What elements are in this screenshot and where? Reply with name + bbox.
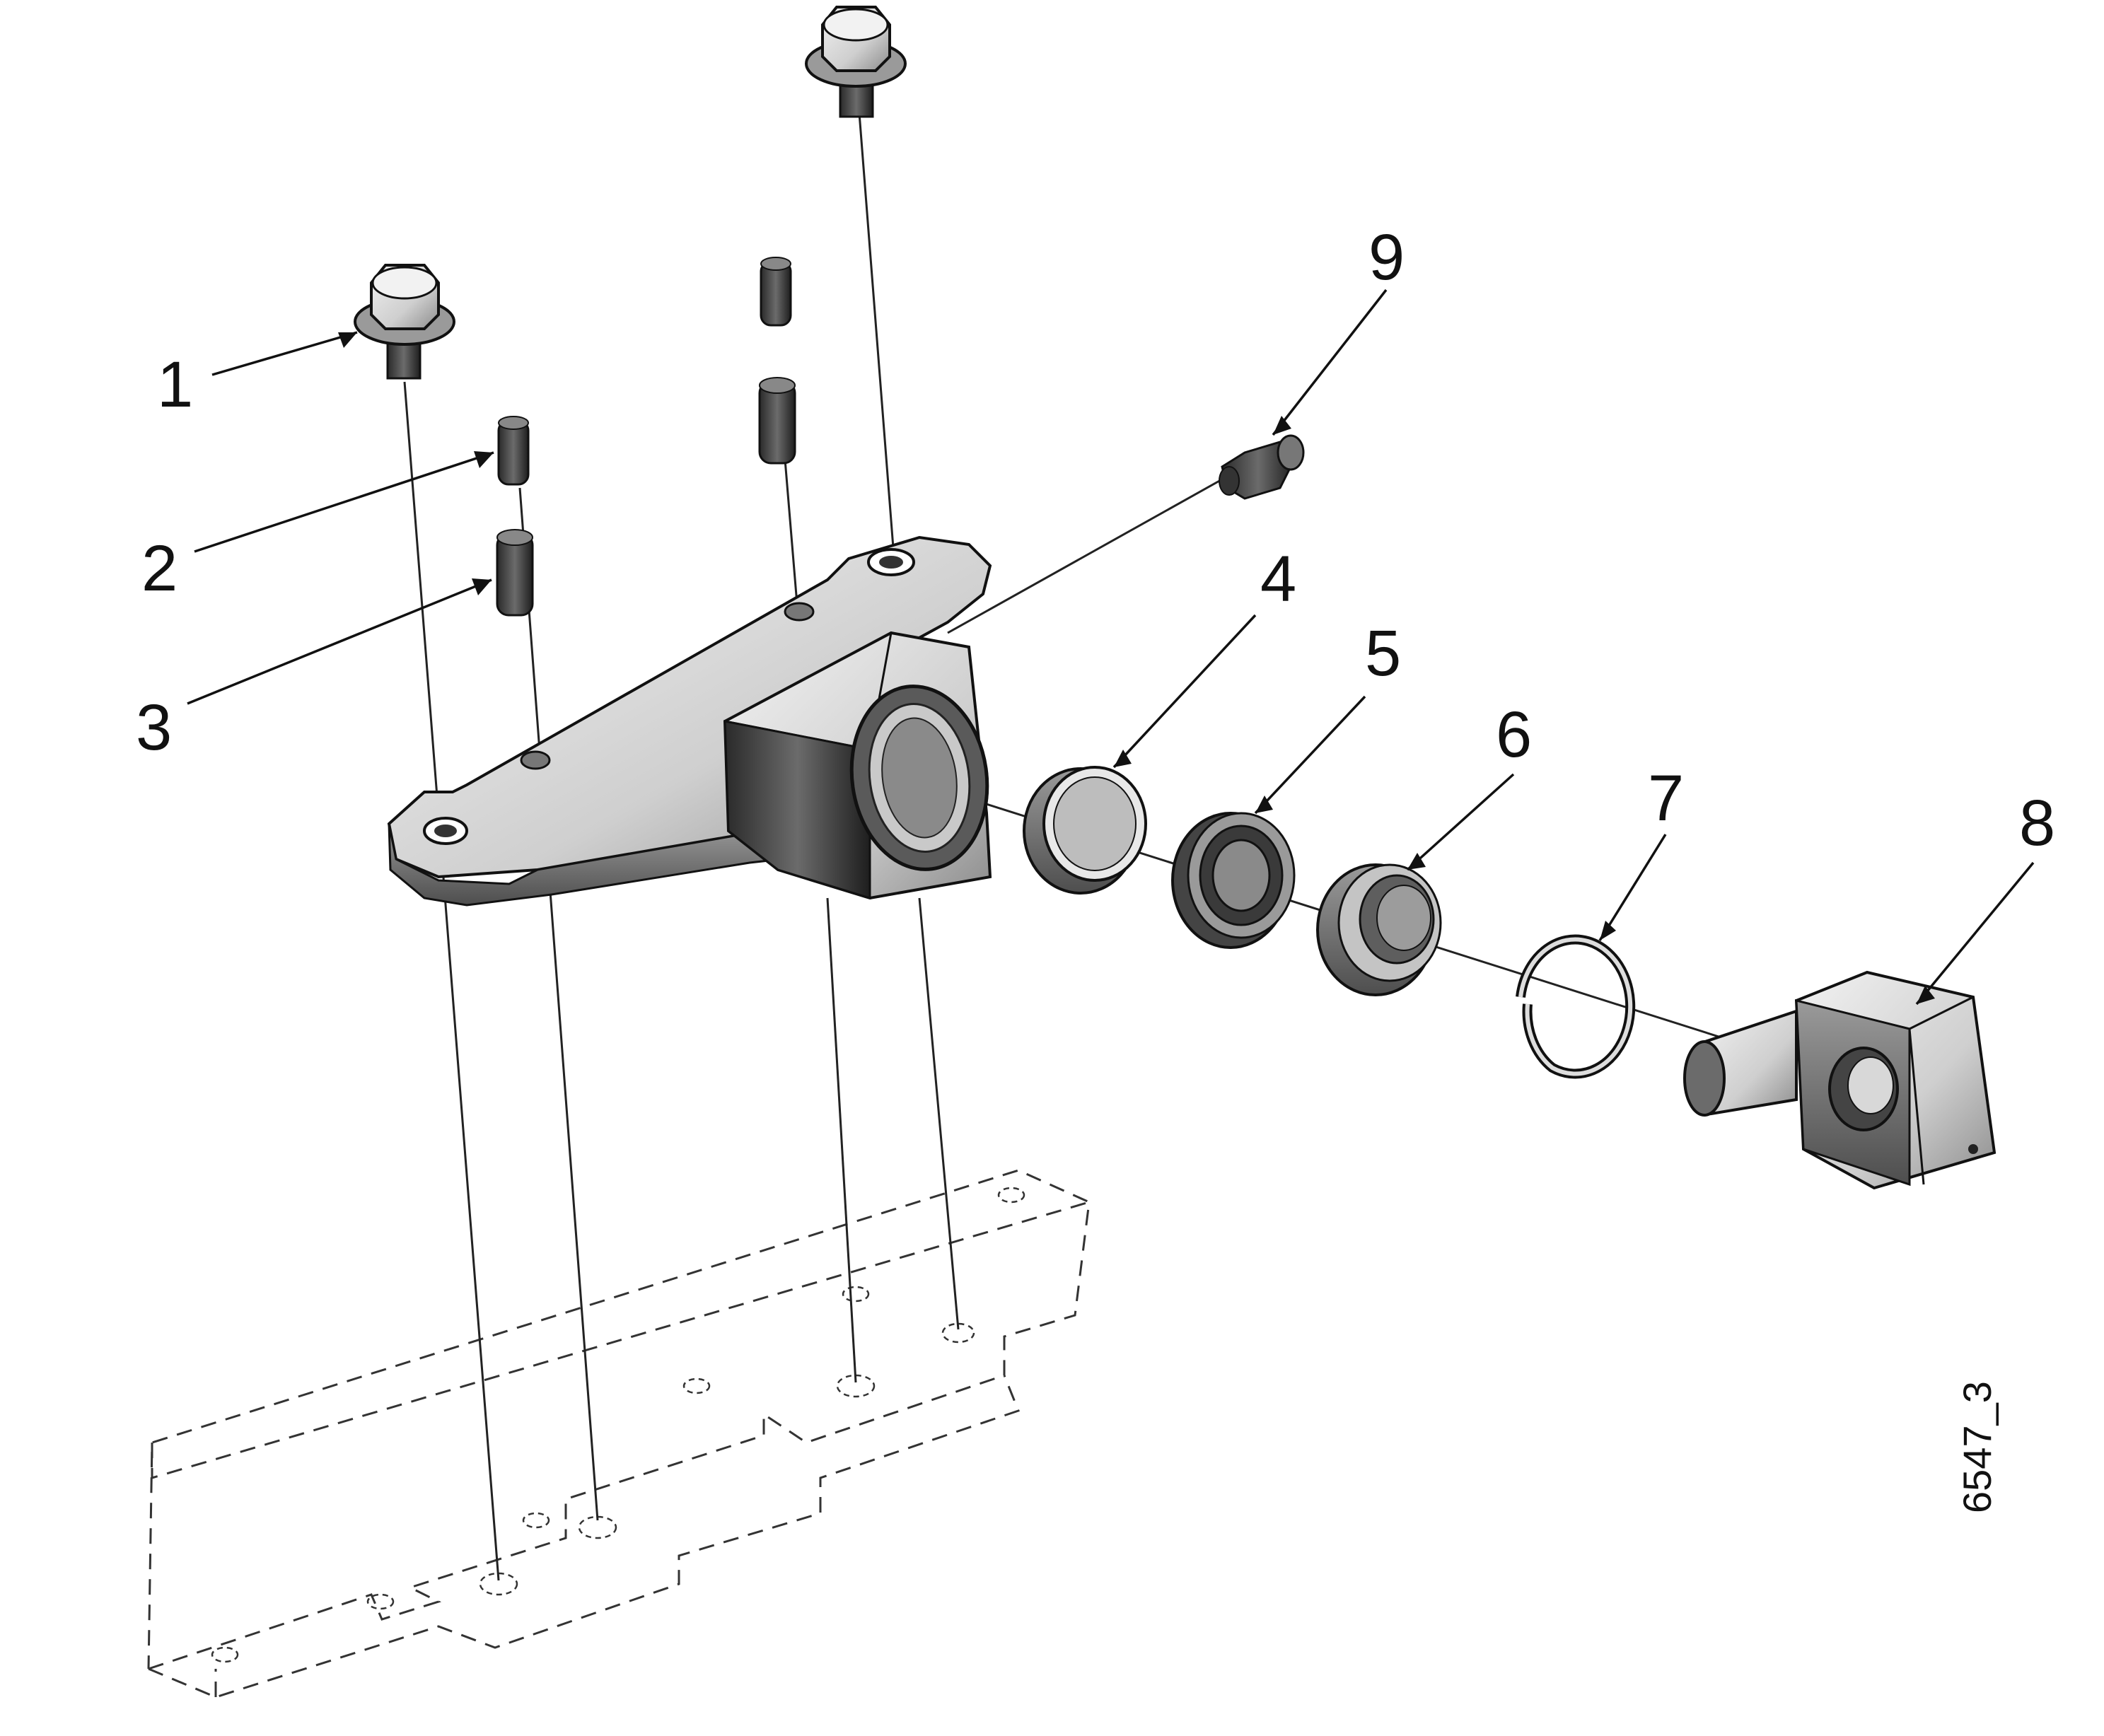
part-5-bearing [1171, 812, 1296, 949]
part-1-bolt-left [354, 264, 455, 380]
bracket [387, 535, 992, 907]
assembly-axis-lines [403, 112, 1762, 1581]
callout-4: 4 [1260, 543, 1296, 615]
callout-labels: 1 2 3 4 5 6 7 8 9 [136, 221, 2055, 859]
leader-lines [187, 289, 2035, 1006]
callout-7: 7 [1648, 762, 1684, 834]
callout-2: 2 [141, 532, 178, 605]
figure-id: 6547_3 [1955, 1381, 1999, 1513]
part-4-seal-cup [1023, 766, 1147, 895]
callout-1: 1 [157, 349, 193, 421]
part-3-pin-left [496, 529, 534, 617]
callout-6: 6 [1496, 699, 1532, 771]
callout-8: 8 [2019, 787, 2055, 859]
callout-5: 5 [1365, 617, 1401, 689]
part-2-pin-left [497, 416, 530, 486]
callout-9: 9 [1368, 221, 1405, 293]
part-3-pin-right [758, 377, 796, 465]
part-9-grease-fitting [1219, 434, 1305, 500]
part-7-retaining-ring [1516, 934, 1636, 1079]
rail-holes [211, 1187, 1025, 1663]
part-6-bushing [1316, 863, 1442, 996]
part-8-shaft-block [1683, 970, 1997, 1190]
callout-3: 3 [136, 692, 172, 764]
part-2-pin-right [760, 257, 792, 327]
mounting-rail-phantom [147, 1169, 1091, 1699]
part-1-bolt-right [805, 6, 907, 118]
